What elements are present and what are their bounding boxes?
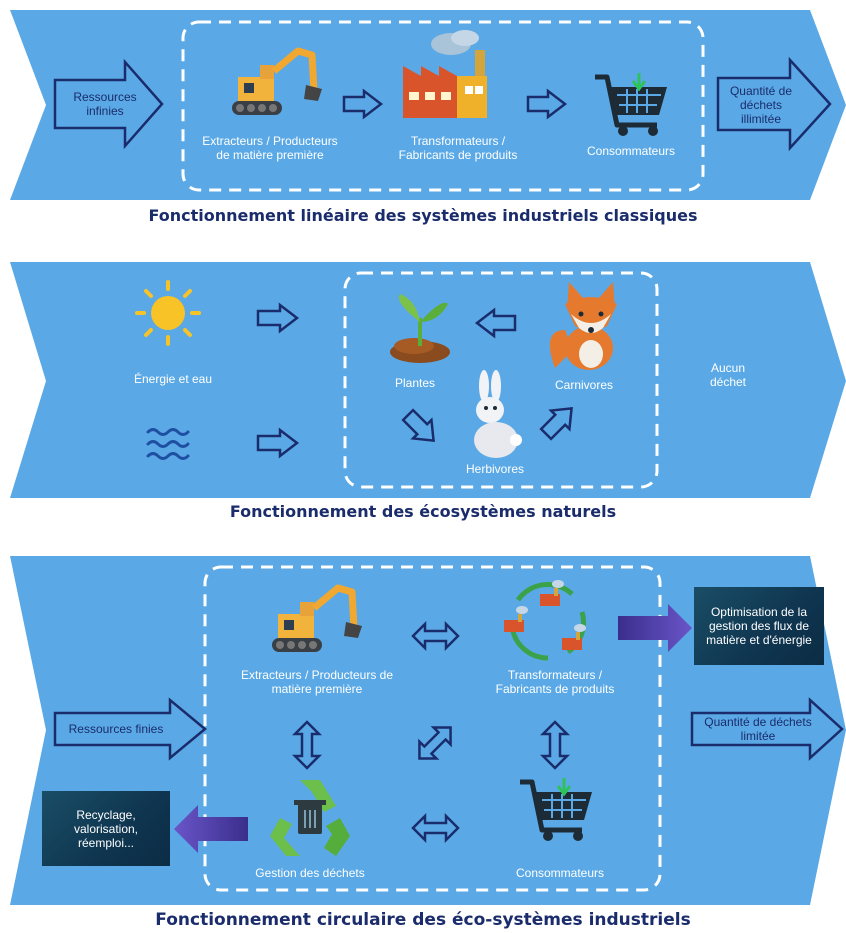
herbivores-label: Herbivores: [465, 462, 525, 476]
dashed-box-natural: [343, 271, 659, 489]
extract-label: Extracteurs / Producteurs de matière pre…: [240, 668, 394, 696]
arrow-energy: [256, 302, 300, 334]
purple-arrow-optim: [618, 604, 692, 652]
arrow-plant-herbivore: [401, 408, 435, 442]
dashed-box-linear: [181, 20, 705, 192]
arrow-herbivore-carnivore: [539, 407, 573, 441]
rabbit-icon: [474, 370, 522, 458]
arrow-output-linear: [716, 56, 832, 152]
output-label: Quantité de déchets limitée: [704, 715, 812, 743]
input-label: Ressources infinies: [73, 90, 137, 118]
arrow-small-1: [342, 88, 384, 120]
no-waste-label: Aucun déchet: [709, 361, 747, 389]
cart-icon: [595, 73, 667, 136]
optimisation-box: Optimisation de la gestion des flux de m…: [694, 587, 824, 665]
transform-label: Transformateurs / Fabricants de produits: [495, 668, 615, 696]
arrow-small-2: [526, 88, 568, 120]
transform-label: Transformateurs / Fabricants de produits: [398, 134, 518, 162]
panel-title-natural: Fonctionnement des écosystèmes naturels: [229, 502, 617, 521]
panel-title-circular: Fonctionnement circulaire des éco-systèm…: [155, 910, 691, 930]
double-arrow-waste-consumer: [411, 812, 460, 844]
double-arrow-extract-transform: [411, 620, 460, 652]
consumer-label: Consommateurs: [515, 866, 605, 880]
band-natural: [10, 262, 846, 498]
waste-label: Gestion des déchets: [255, 866, 365, 880]
arrow-input-linear: [53, 58, 164, 150]
recycling-label: Recyclage, valorisation, réemploi...: [73, 807, 139, 850]
arrow-input-circular: [53, 697, 207, 761]
input-label: Ressources finies: [68, 722, 164, 736]
factory-icon: [403, 30, 487, 118]
arrow-output-circular: [690, 697, 844, 761]
recycle-icon: [270, 780, 350, 856]
consumer-label: Consommateurs: [586, 144, 676, 158]
plants-label: Plantes: [394, 376, 436, 390]
arrow-carnivore-plant: [474, 307, 517, 339]
carnivores-label: Carnivores: [554, 378, 614, 392]
optimisation-label: Optimisation de la gestion des flux de m…: [706, 605, 812, 647]
plant-icon: [390, 294, 450, 363]
extract-label: Extracteurs / Producteurs de matière pre…: [202, 134, 338, 162]
sun-icon: [135, 280, 201, 346]
excavator-icon: [232, 47, 322, 115]
double-arrow-diagonal: [418, 726, 452, 760]
dashed-box-circular: [203, 565, 662, 892]
double-arrow-extract-waste: [291, 720, 323, 770]
double-arrow-transform-consumer: [539, 720, 571, 770]
arrow-water: [256, 427, 300, 459]
water-icon: [146, 428, 190, 460]
purple-arrow-recycle: [174, 805, 248, 853]
excavator-icon: [272, 584, 362, 652]
recycling-box: Recyclage, valorisation, réemploi...: [42, 791, 170, 866]
cart-icon: [520, 778, 592, 841]
fox-icon: [549, 282, 617, 370]
factory-cycle-icon: [504, 580, 586, 661]
output-label: Quantité de déchets illimitée: [729, 84, 793, 126]
panel-title-linear: Fonctionnement linéaire des systèmes ind…: [148, 206, 698, 225]
energy-label: Énergie et eau: [133, 372, 213, 386]
